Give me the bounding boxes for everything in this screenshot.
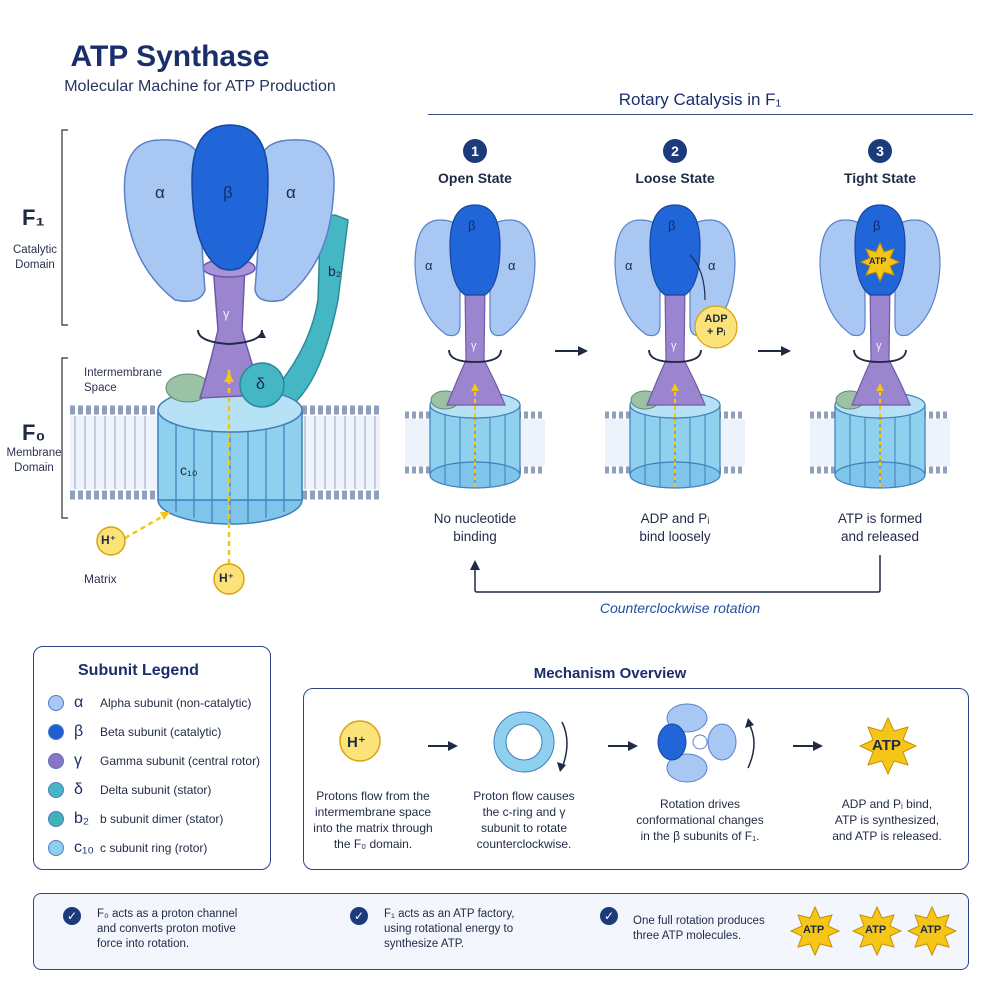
alpha-right-label: α [286,183,296,202]
legend-title: Subunit Legend [78,662,199,679]
delta-label: δ [256,376,265,393]
proton-bottom-label: H⁺ [219,571,234,585]
mech-step-4: ADP and Pᵢ bind,ATP is synthesized,and A… [832,797,942,843]
check-icon: ✓ [63,907,81,925]
atp-star-label-3: ATP [920,924,942,936]
f1-label: F₁ [22,205,45,230]
f1-bracket [61,129,68,326]
page-title: ATP Synthase [70,40,270,73]
b2-label: b₂ [328,263,342,279]
proton-bottom-shape [213,563,245,595]
mech-proton-icon [339,720,381,762]
matrix-label: Matrix [84,572,117,586]
open-beta: β [468,218,476,233]
atp-stars [790,905,958,957]
loose-gamma: γ [671,340,677,352]
page-subtitle: Molecular Machine for ATP Production [64,78,336,95]
check-icon: ✓ [350,907,368,925]
legend-item-delta: δ Delta subunit (stator) [48,779,211,801]
mechanism-title: Mechanism Overview [485,665,735,682]
tight-gamma: γ [876,340,882,352]
c10-label: c₁₀ [180,462,198,478]
mechanism-overview-box [303,688,969,870]
legend-item-b2: b₂ b subunit dimer (stator) [48,808,223,830]
state-number-2: 2 [663,139,687,163]
mech-atp-label: ATP [872,737,901,754]
mech-atp-star-icon [858,716,918,776]
rotary-states-diagram [400,190,1000,510]
legend-swatch [48,753,64,769]
f0-label: F₀ [22,420,46,445]
state-name-open: Open State [438,170,512,186]
adp-pi-label: ADP+ Pᵢ [704,313,728,338]
state-transition-arrows [555,346,791,356]
legend-swatch [48,695,64,711]
open-gamma: γ [471,340,477,352]
atp-star-tight [859,241,901,283]
check-icon: ✓ [600,907,618,925]
mech-rotor-icon [657,703,755,783]
legend-swatch [48,811,64,827]
gamma-label: γ [223,306,230,321]
beta-label: β [223,183,233,202]
atp-star-3 [906,905,958,957]
rotation-return-arrow [470,555,881,593]
proton-left-label: H⁺ [101,533,116,547]
state-number-3: 3 [868,139,892,163]
legend-item-gamma: γ Gamma subunit (central rotor) [48,750,260,772]
mech-proton-label: H⁺ [347,734,366,751]
tight-beta: β [873,218,881,233]
state-name-tight: Tight State [843,170,917,186]
atp-star-label-2: ATP [865,924,887,936]
f0-bracket [61,357,68,519]
rotary-catalysis-title: Rotary Catalysis in F₁ [618,90,782,109]
rotary-title-rule [428,114,973,115]
alpha-left-label: α [155,183,165,202]
open-alpha-left: α [425,258,433,273]
state-name-loose: Loose State [635,170,715,186]
legend-item-c10: c₁₀ c subunit ring (rotor) [48,837,207,859]
adp-binding-arrow [689,254,706,301]
proton-left-shape [96,526,126,556]
legend-item-alpha: α Alpha subunit (non-catalytic) [48,692,251,714]
rotation-label: Counterclockwise rotation [599,600,761,616]
loose-beta: β [668,218,676,233]
legend-item-beta: β Beta subunit (catalytic) [48,721,221,743]
beta-shape [191,124,269,271]
proton-path-diagonal [124,513,166,540]
open-alpha-right: α [508,258,516,273]
delta-subunit-shape [239,362,285,408]
adp-pi-bubble [694,305,738,349]
tight-atp-label: ATP [869,256,887,266]
state-number-1: 1 [463,139,487,163]
subunit-legend-box [33,646,271,870]
note-f1: F₁ acts as an ATP factory,using rotation… [384,908,515,950]
atp-star-label-1: ATP [803,924,825,936]
legend-swatch [48,840,64,856]
atp-star-1 [790,905,841,957]
loose-alpha-right: α [708,258,716,273]
loose-alpha-left: α [625,258,633,273]
mech-cring-icon [493,711,568,773]
atp-synthase-structure-diagram [61,124,380,595]
legend-swatch [48,724,64,740]
mechanism-icons [339,703,918,783]
legend-swatch [48,782,64,798]
atp-star-2 [851,905,903,957]
